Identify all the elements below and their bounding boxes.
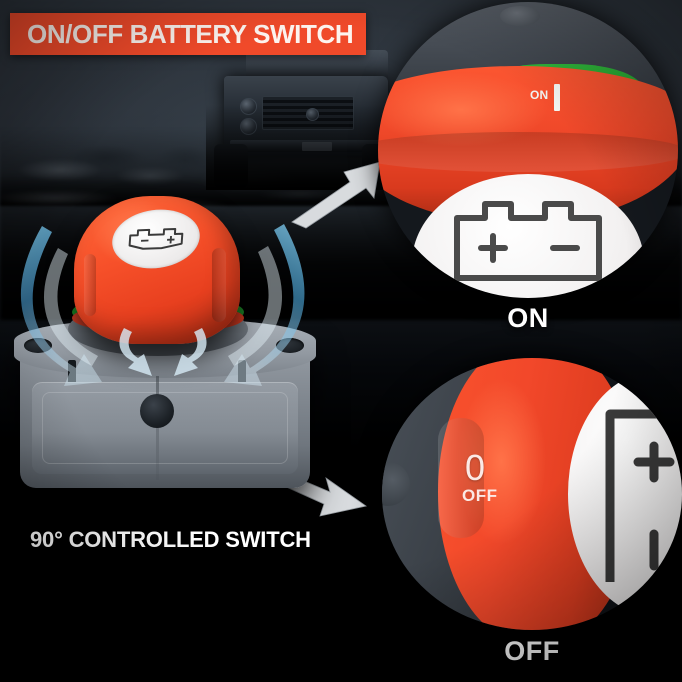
on-knob-groove [378,132,678,172]
battery-symbol-icon [605,409,682,582]
vehicle-foglight-icon [240,118,257,135]
vehicle-body [224,76,388,156]
title-banner: ON/OFF BATTERY SWITCH [10,13,366,55]
vehicle-emblem-icon [306,108,319,121]
banner-title: ON/OFF BATTERY SWITCH [27,18,354,49]
on-housing-bump [500,6,540,26]
rotation-arrows [6,216,336,436]
on-face-disc [412,174,644,298]
on-band-label: ON [530,88,549,102]
vehicle-plate [302,142,332,151]
detail-circle-on: ON [378,2,678,298]
battery-symbol-icon [454,201,602,281]
vehicle-headlight-icon [240,98,257,115]
vehicle-wheel-left [214,144,248,188]
vehicle-grille [262,96,354,130]
vehicle-bumper [230,140,384,152]
caption-off: OFF [504,636,560,666]
on-position-indicator-bar [554,84,560,111]
product-caption: 90° CONTROLLED SWITCH [30,527,311,552]
main-product-render [6,186,336,516]
detail-circle-off: 0 OFF [382,358,682,630]
caption-on: ON [507,303,549,333]
off-zero-symbol: 0 [465,447,486,488]
off-knob-text: OFF [462,486,498,505]
off-face-disc [568,372,682,616]
